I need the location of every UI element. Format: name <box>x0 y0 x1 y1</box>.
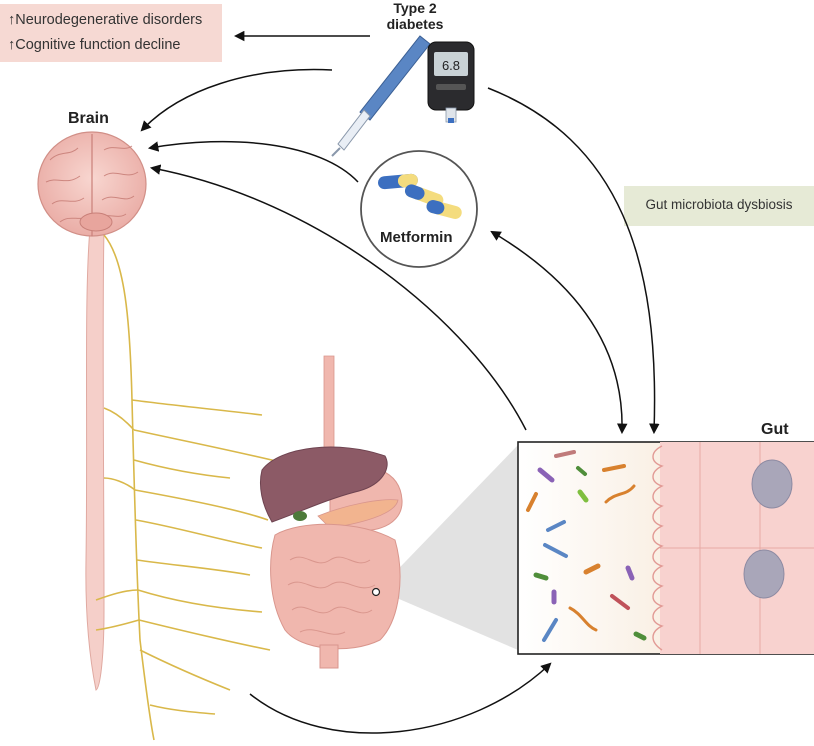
insulin-pen-icon <box>331 35 431 157</box>
dysbiosis-label: Gut microbiota dysbiosis <box>645 197 793 212</box>
outcome-text: Neurodegenerative disorders <box>15 12 203 28</box>
outcome-item-cognitive: ↑Cognitive function decline <box>8 37 181 53</box>
zoom-wedge <box>378 445 518 650</box>
outcome-item-neurodegenerative: ↑Neurodegenerative disorders <box>8 12 202 28</box>
type2-label-line2: diabetes <box>386 16 444 32</box>
arrow-nerves-to-gut <box>249 662 552 734</box>
outcome-text: Cognitive function decline <box>15 37 181 53</box>
bacteria-icon <box>526 450 647 642</box>
digestive-system-icon <box>259 446 403 669</box>
type2-diabetes-label: Type 2 diabetes <box>384 0 446 32</box>
arrows <box>140 30 660 734</box>
spinal-cord <box>85 227 105 691</box>
up-arrow-icon: ↑ <box>8 37 16 53</box>
gut-label: Gut <box>761 421 789 438</box>
intestinal-villi-icon <box>652 445 664 651</box>
type2-label-line1: Type 2 <box>393 0 437 16</box>
dysbiosis-box: Gut microbiota dysbiosis <box>624 186 814 226</box>
arrow-metformin-gut <box>490 230 628 435</box>
arrow-diabetes-to-gut <box>487 87 660 435</box>
nerve-network <box>95 234 281 741</box>
metformin-label: Metformin <box>380 229 453 246</box>
arrow-metformin-to-brain <box>147 140 359 183</box>
brain-label: Brain <box>68 110 109 127</box>
outcomes-box: ↑Neurodegenerative disorders ↑Cognitive … <box>0 4 222 62</box>
up-arrow-icon: ↑ <box>8 12 16 28</box>
arrow-diabetes-to-brain <box>140 68 333 132</box>
brain-icon <box>37 131 147 237</box>
metformin-pill-icon <box>360 150 478 268</box>
glucose-meter-icon: 6.8 <box>427 41 475 123</box>
gut-panel <box>517 441 814 655</box>
meter-reading: 6.8 <box>442 58 460 73</box>
